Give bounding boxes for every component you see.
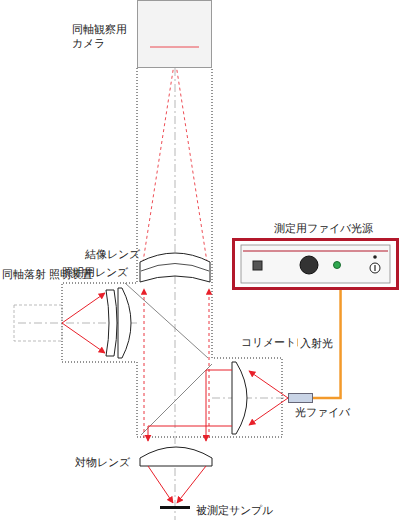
imaging-lens <box>141 264 209 272</box>
objective-lens <box>140 447 212 466</box>
ray <box>148 466 173 503</box>
fiber-connector: 光ファイバ <box>288 393 313 403</box>
light-source-box: 測定用ファイバ光源 <box>232 238 399 290</box>
part-label: 結像レンズ <box>85 248 140 262</box>
camera-symbol <box>138 1 211 67</box>
status-lamp <box>334 262 341 269</box>
panel-stripe <box>243 251 388 252</box>
imaging-lens <box>140 253 210 282</box>
sample <box>160 506 190 509</box>
ray <box>206 370 232 441</box>
ray <box>249 398 288 425</box>
ray <box>143 58 175 262</box>
optical-axis <box>212 398 286 399</box>
power-switch <box>374 265 375 271</box>
return-rays <box>144 289 209 438</box>
power-switch <box>370 263 380 273</box>
edge-label: 入射光 <box>298 337 335 351</box>
collimator-lens <box>232 362 247 434</box>
illumination-rays <box>62 293 105 353</box>
fiber-rays <box>148 370 288 441</box>
focus-rays <box>148 466 206 503</box>
indicator-dot <box>373 255 377 259</box>
camera-box: 同軸観察用 カメラ <box>137 0 212 68</box>
knob <box>300 256 318 274</box>
device-title: 測定用ファイバ光源 <box>274 222 373 236</box>
illumination-lens <box>118 288 131 358</box>
ray <box>175 58 207 262</box>
ray <box>209 289 210 438</box>
part-label: 同軸落射 照明装置 <box>2 268 55 282</box>
beam-splitter <box>141 364 212 435</box>
ray <box>62 323 105 353</box>
illumination-lens <box>106 290 117 356</box>
part-label: 対物レンズ <box>75 456 130 470</box>
connector-port <box>253 261 262 270</box>
part-label: 被測定サンプル <box>196 504 273 518</box>
fiber-label: 光ファイバ <box>295 406 350 420</box>
light-source-device <box>235 241 396 287</box>
ray <box>62 293 105 323</box>
part-label: 照明用レンズ <box>62 266 128 280</box>
illuminator-outline <box>14 305 62 341</box>
camera-rays <box>143 58 207 262</box>
ray <box>144 289 145 438</box>
sensor-line <box>150 47 199 48</box>
camera-label: 同軸観察用 カメラ <box>72 23 134 51</box>
device-panel <box>241 245 390 283</box>
beam-splitter <box>125 283 208 358</box>
ray <box>177 466 206 503</box>
ray <box>148 426 232 441</box>
ray <box>249 371 288 398</box>
